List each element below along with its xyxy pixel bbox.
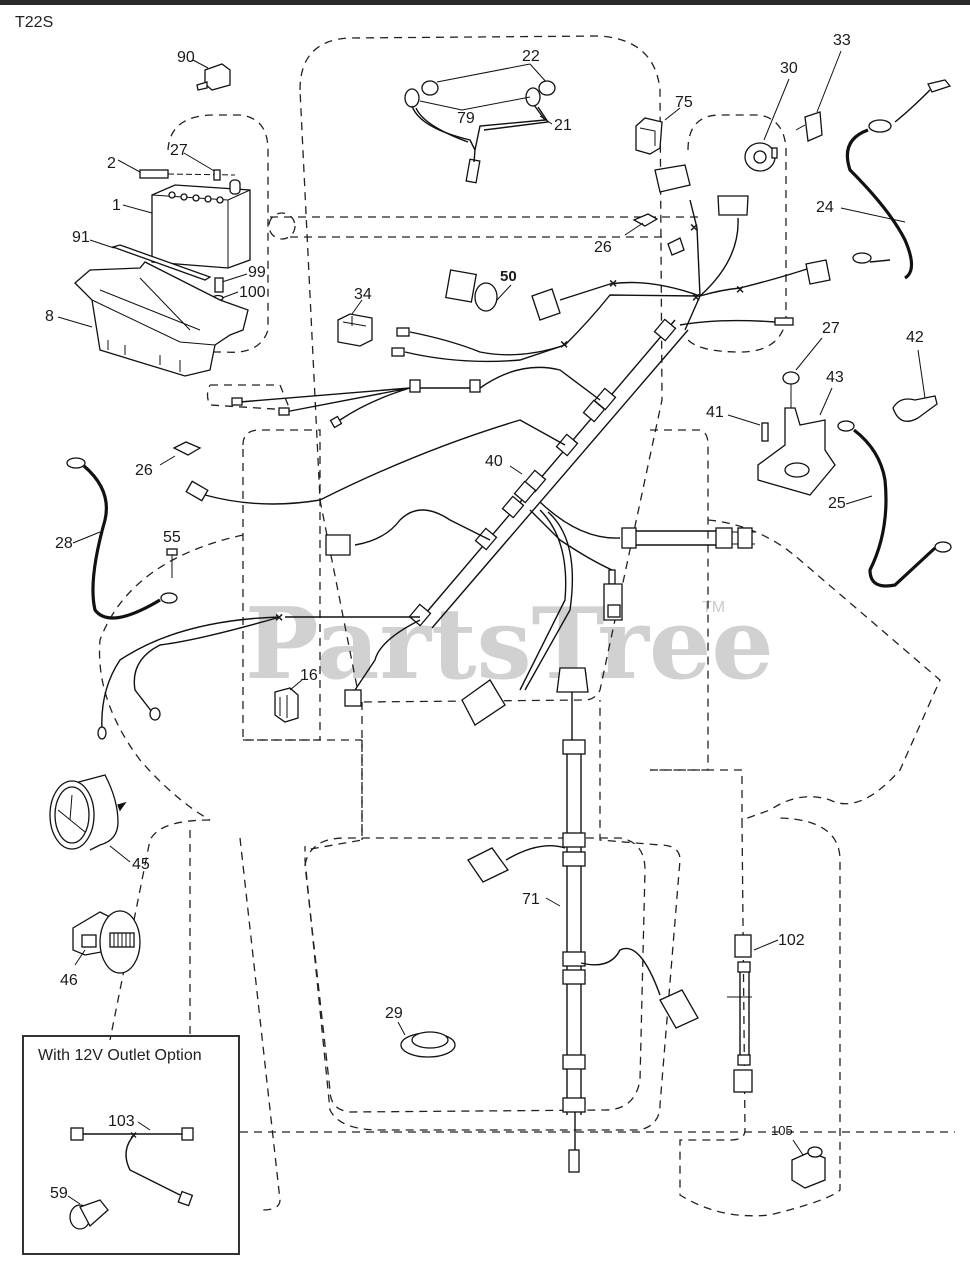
callout-75: 75: [675, 94, 693, 111]
top-border: [0, 0, 970, 5]
callout-1: 1: [112, 197, 121, 214]
callout-102: 102: [778, 932, 805, 949]
inset-outlet-parts: ×: [67, 1121, 194, 1230]
chassis-outlines: [98, 35, 955, 1217]
callout-91: 91: [72, 229, 90, 246]
outline-right-fender: [707, 519, 941, 821]
callout-79: 79: [457, 110, 475, 127]
part-46-hour-meter-icon: [72, 910, 141, 974]
model-code: T22S: [15, 14, 54, 31]
callout-28: 28: [55, 535, 73, 552]
outline-left-fender: [98, 534, 244, 821]
splice-mark: ×: [692, 289, 700, 305]
outline-dash-circle: [268, 212, 296, 240]
part-45-gauge-icon: [49, 774, 131, 863]
outline-lower-panel: [304, 837, 646, 1113]
callout-29: 29: [385, 1005, 403, 1022]
part-71-harness-icon: 71: [467, 667, 699, 1173]
callout-26-top: 26: [594, 239, 612, 256]
callout-26-left: 26: [135, 462, 153, 479]
callout-41: 41: [706, 404, 724, 421]
part-43-solenoid-icon: [757, 407, 836, 496]
part-34-rocker-icon: [337, 299, 373, 347]
outline-seat-left: [242, 429, 321, 741]
part-29-plug-icon: [397, 1021, 456, 1058]
callout-46: 46: [60, 972, 78, 989]
part-91-strap-icon: [110, 244, 212, 281]
part-16-relay-icon: [274, 679, 303, 723]
ignition-assembly: 30 33: [744, 32, 851, 172]
outline-footrest-left: [109, 819, 281, 1211]
callout-42: 42: [906, 329, 924, 346]
outline-left-pod: [206, 384, 291, 411]
callout-33: 33: [833, 32, 851, 49]
part-26-fuse-top-icon: [624, 213, 659, 236]
callout-105: 105: [771, 1123, 793, 1138]
part-41-bolt-icon: [761, 422, 769, 442]
callout-22: 22: [522, 48, 540, 65]
callout-55: 55: [163, 529, 181, 546]
part-2-bolt-icon: [139, 169, 169, 179]
upper-harness-wires: × × × × ×: [391, 164, 831, 363]
outline-lower-body: [304, 700, 681, 1131]
part-75-switch-icon: [635, 107, 681, 155]
inset-title: With 12V Outlet Option: [38, 1047, 202, 1064]
part-90-icon: [192, 59, 231, 91]
part-26-fuse-left-icon: [172, 441, 202, 456]
callout-45: 45: [132, 856, 150, 873]
outlet-option-inset: With 12V Outlet Option: [22, 1035, 240, 1255]
callout-90: 90: [177, 49, 195, 66]
part-55-screw-icon: [166, 548, 178, 556]
part-8-battery-box-icon: [74, 261, 249, 377]
splice-mark: ×: [130, 1128, 137, 1142]
watermark-tm: TM: [702, 599, 725, 616]
part-50-pto-icon: [445, 269, 512, 312]
battery-assembly: 2 27 1 91 99 100 8: [45, 142, 266, 377]
part-1-battery-icon: [151, 184, 251, 269]
splice-mark: ×: [690, 219, 698, 235]
part-105-switch-icon: [791, 1139, 826, 1189]
callout-2: 2: [107, 155, 116, 172]
light-assembly: 22 79 21: [404, 48, 572, 184]
part-27-nut-icon: [782, 371, 800, 385]
splice-mark: ×: [736, 281, 744, 297]
watermark: PartsTree: [245, 587, 774, 702]
part-21-connector-icon: [465, 158, 481, 184]
part-40-main-harness-icon: 40: [185, 318, 755, 726]
callout-99: 99: [248, 264, 266, 281]
splice-mark: ×: [609, 275, 617, 291]
callout-43: 43: [826, 369, 844, 386]
callout-27-top: 27: [170, 142, 188, 159]
splice-mark: ×: [560, 336, 568, 352]
outline-hood: [299, 35, 663, 703]
outline-battery: [167, 114, 269, 353]
callout-8: 8: [45, 308, 54, 325]
callout-27-nut: 27: [822, 320, 840, 337]
left-cables: 26 28 55 ×: [55, 441, 420, 740]
part-42-boot-icon: [892, 395, 938, 422]
callout-34: 34: [354, 286, 372, 303]
callout-100: 100: [239, 284, 266, 301]
outline-center-col: [243, 739, 743, 840]
callout-25: 25: [828, 495, 846, 512]
part-24-cable-icon: 24: [816, 79, 952, 280]
callout-24: 24: [816, 199, 834, 216]
outline-dash-panel: [270, 216, 700, 238]
callout-16: 16: [300, 667, 318, 684]
outline-seat-right: [650, 429, 709, 771]
callout-21: 21: [554, 117, 572, 134]
callout-40: 40: [485, 453, 503, 470]
part-102-harness-icon: [727, 934, 779, 1093]
outline-ignition: [687, 114, 787, 353]
callout-30: 30: [780, 60, 798, 77]
callout-71: 71: [522, 891, 540, 908]
solenoid-assembly: 27 42 43 41 25: [706, 320, 952, 588]
callout-50: 50: [500, 268, 517, 285]
part-33-key-icon: [804, 111, 823, 142]
part-27-nut-icon: [213, 169, 221, 181]
splice-mark: ×: [275, 609, 283, 625]
outline-footrest-right: [679, 817, 841, 1217]
